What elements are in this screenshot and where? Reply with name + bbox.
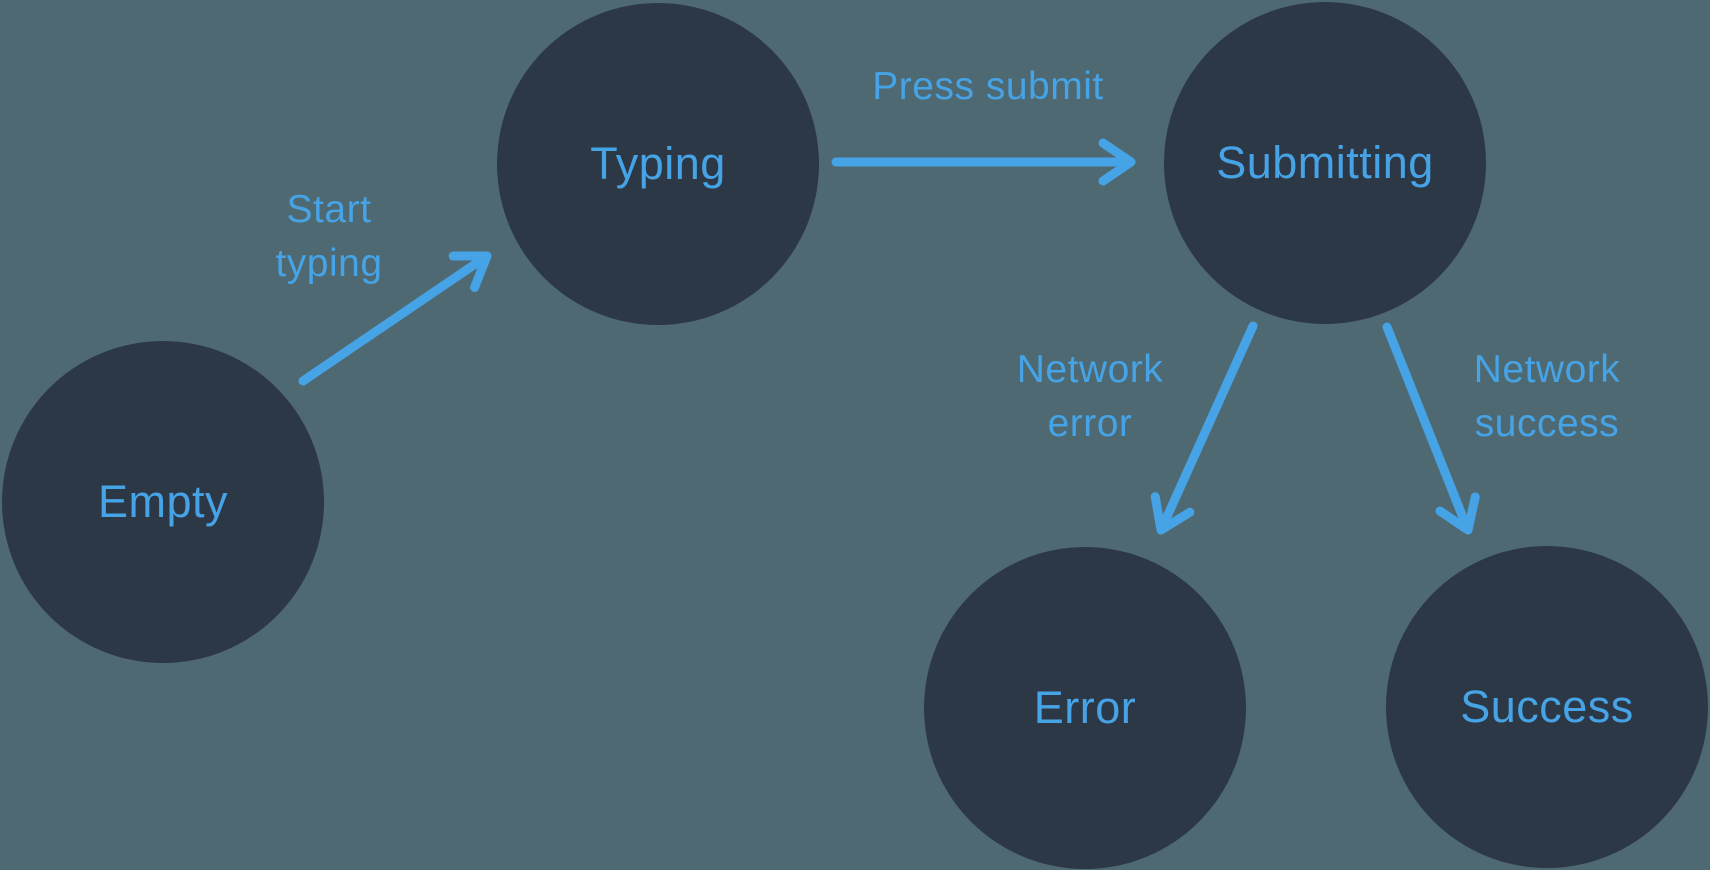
state-label-empty: Empty [97,476,229,527]
state-node-error: Error [924,547,1246,869]
transition-label-network-success: Network success [1473,348,1621,445]
state-node-typing: Typing [497,3,819,325]
arrow-network-error [1150,321,1258,535]
state-node-empty: Empty [2,341,324,663]
state-label-success: Success [1460,681,1634,732]
transition-label-start-typing: Start typing [275,188,383,285]
transition-label-press-submit: Press submit [872,65,1104,108]
state-node-submitting: Submitting [1164,2,1486,324]
state-label-submitting: Submitting [1216,137,1434,188]
arrow-network-success [1382,322,1480,535]
transition-label-network-error: Network error [1016,348,1164,445]
state-node-success: Success [1386,546,1708,868]
state-label-typing: Typing [590,138,726,189]
state-label-error: Error [1033,682,1137,733]
